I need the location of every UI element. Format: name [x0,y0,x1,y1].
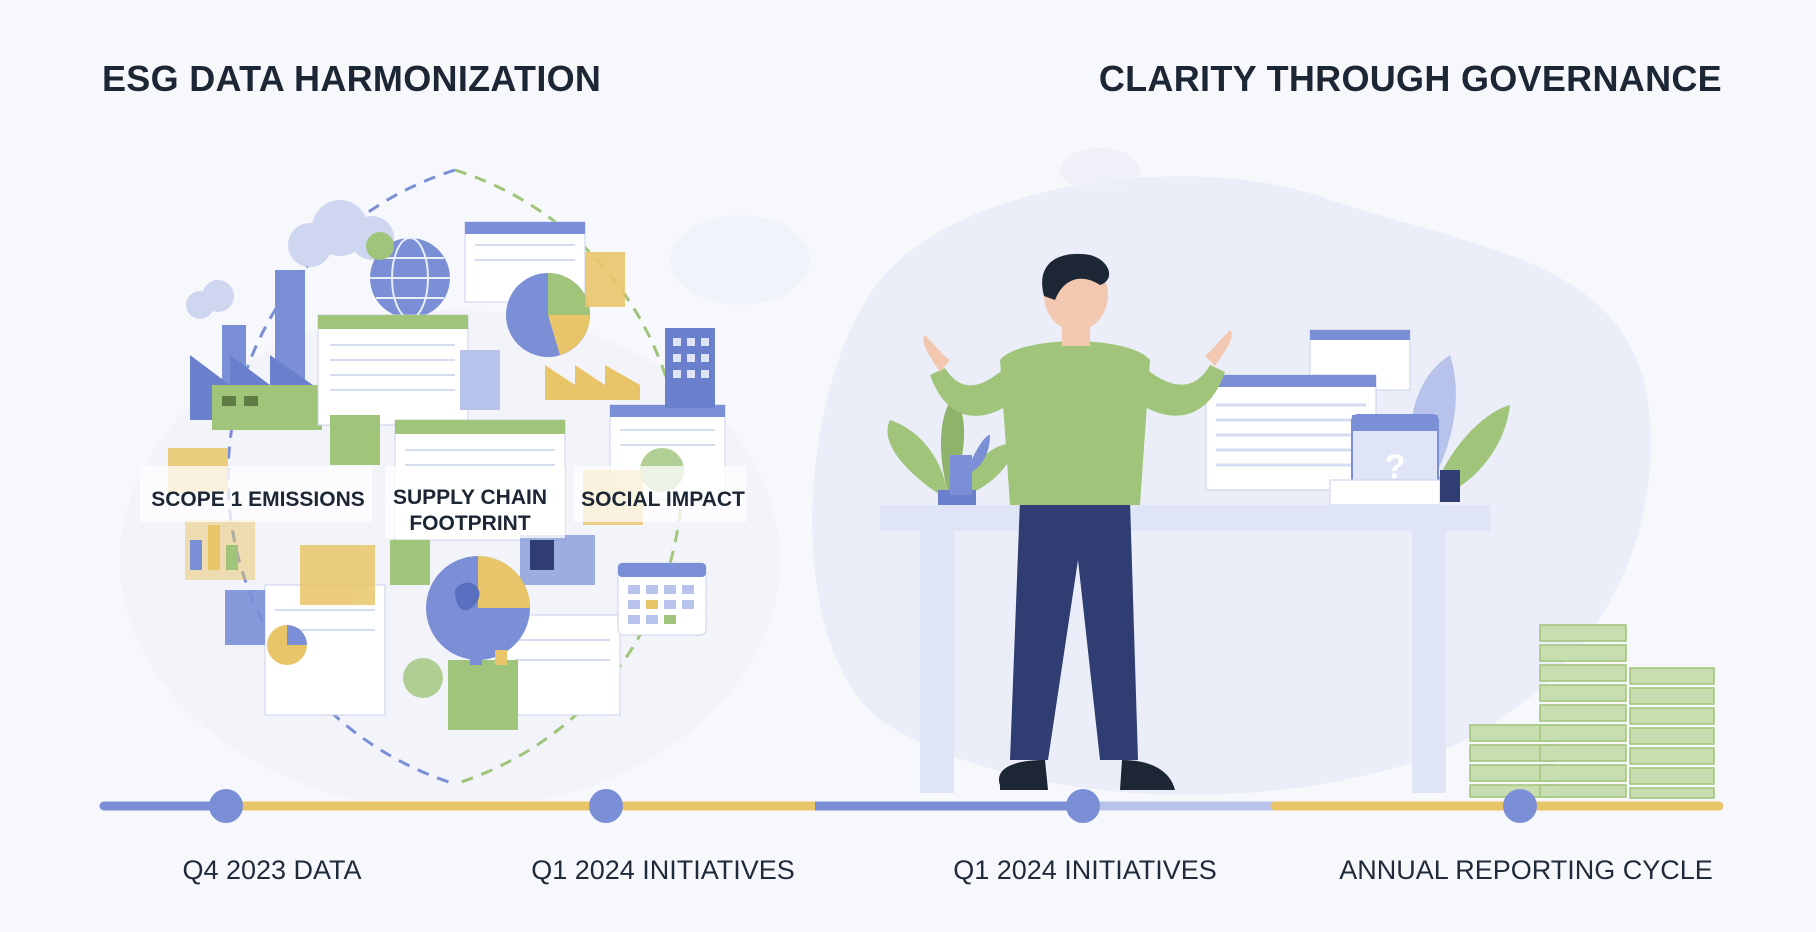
data-cloud-labels: SCOPE 1 EMISSIONS SUPPLY CHAIN FOOTPRINT… [140,466,746,538]
small-factory-icon [448,640,518,730]
timeline-marker [209,789,243,823]
data-blocks [225,350,595,645]
supply-chain-label-line2: FOOTPRINT [409,512,530,535]
timeline-marker [589,789,623,823]
small-pie-icon [267,625,307,665]
right-title: CLARITY THROUGH GOVERNANCE [1098,58,1722,99]
person-icon [923,253,1232,790]
desk-documents [1205,329,1411,491]
building-icon [665,328,715,408]
timeline-marker [1066,789,1100,823]
pie-chart-icon [506,273,590,357]
factory-icon [190,270,322,430]
social-impact-label: SOCIAL IMPACT [581,488,745,511]
timeline-marker [1503,789,1537,823]
note-icon [585,252,625,307]
leaf-badge-icon [403,658,443,698]
calendar-icon [617,562,707,636]
leaf-badge-icon [366,232,394,260]
data-collage [168,200,726,730]
globe-lower-icon [426,556,530,660]
plant-left-icon [887,395,1015,506]
left-title: ESG DATA HARMONIZATION [102,58,602,99]
timeline-label-annual-reporting: ANNUAL REPORTING CYCLE [1339,855,1713,885]
calendar-question-icon: ? [1329,414,1460,506]
svg-text:?: ? [1385,448,1406,486]
factory-roof-icon [545,365,640,400]
globe-icon [370,237,450,319]
timeline-label-q1-2024: Q1 2024 INITIATIVES [531,855,795,885]
money-stack-icon [1469,624,1715,799]
timeline-label-q1-2024-second: Q1 2024 INITIATIVES [953,855,1217,885]
timeline-label-q4-2023: Q4 2023 DATA [182,855,362,885]
supply-chain-label-line1: SUPPLY CHAIN [393,486,547,509]
timeline [99,789,1724,823]
desk-icon [880,505,1490,793]
bar-chart-icon [190,525,238,570]
scope1-emissions-label: SCOPE 1 EMISSIONS [151,488,365,511]
governance-scene: ? [880,253,1715,799]
